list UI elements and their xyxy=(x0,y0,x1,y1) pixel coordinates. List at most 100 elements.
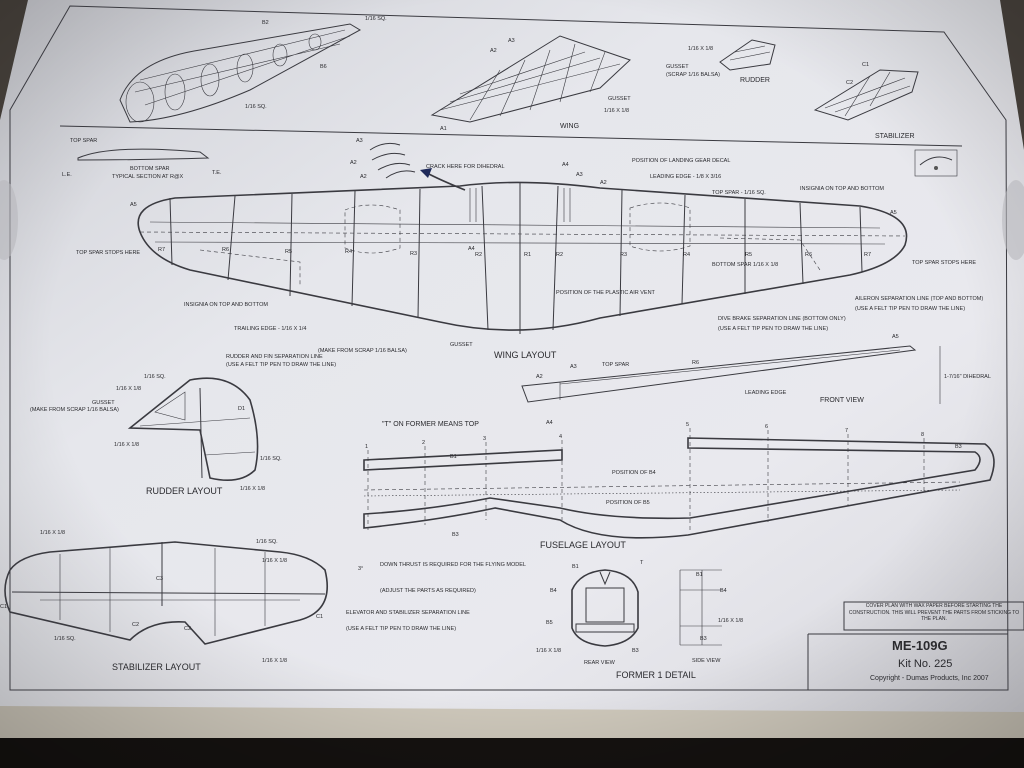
section-te: T.E. xyxy=(212,170,222,176)
stabilizer-3d-view: C1 C2 STABILIZER xyxy=(813,62,919,140)
cover-note-box: COVER PLAN WITH WAX PAPER BEFORE STARTIN… xyxy=(843,601,1024,631)
wing-insignia-note: INSIGNIA ON TOP AND BOTTOM xyxy=(800,186,884,192)
wing-top-spar-stops-right: TOP SPAR STOPS HERE xyxy=(912,260,976,266)
rib-label-11: R5 xyxy=(745,252,752,258)
wing-a1-label: A1 xyxy=(440,126,447,132)
station-2: 2 xyxy=(422,440,425,446)
stabilizer-layout-title: STABILIZER LAYOUT xyxy=(112,662,201,672)
wing-a3-label: A3 xyxy=(508,38,515,44)
wing-dive-brake-note: DIVE BRAKE SEPARATION LINE (BOTTOM ONLY) xyxy=(718,316,846,322)
former-detail: B1 T B4 B5 B3 1/16 X 1/8 B1 B4 1/16 X 1/… xyxy=(536,560,743,680)
rudder-stringer-label: 1/16 X 1/8 xyxy=(688,46,713,52)
stab-c1-label: C1 xyxy=(862,62,869,68)
station-4: 4 xyxy=(559,434,562,440)
copyright: Copyright - Dumas Products, Inc 2007 xyxy=(870,675,989,682)
wing-layout: A5 R7 R6 R5 R4 R3 R2 R1 R2 R3 R4 R5 R6 R… xyxy=(76,158,983,360)
rudder-size-a-top: 1/16 X 1/8 xyxy=(116,386,141,392)
rib-label-10: R4 xyxy=(683,252,690,258)
former-detail-title: FORMER 1 DETAIL xyxy=(616,670,696,680)
rib-label-0: A5 xyxy=(130,202,137,208)
former-b4-label: B4 xyxy=(550,588,557,594)
front-a5-label: A5 xyxy=(892,334,899,340)
top-panel-divider xyxy=(59,125,963,147)
fuselage-b2-label: B2 xyxy=(262,20,269,26)
rudder-3d-view: 1/16 X 1/8 GUSSET (SCRAP 1/16 BALSA) RUD… xyxy=(666,39,776,84)
station-7: 7 xyxy=(845,428,848,434)
rudder-size-a-bottom: 1/16 X 1/8 xyxy=(114,442,139,448)
stab-size-a-right: 1/16 X 1/8 xyxy=(262,558,287,564)
front-leading-edge: LEADING EDGE xyxy=(745,390,787,396)
front-view-title: FRONT VIEW xyxy=(820,397,864,404)
wing-stringer-label: 1/16 X 1/8 xyxy=(604,108,629,114)
wing-a4-label: A4 xyxy=(468,246,475,252)
wing-leading-edge-note: LEADING EDGE - 1/8 X 3/16 xyxy=(650,174,721,180)
title-block: ME-109G Kit No. 225 Copyright - Dumas Pr… xyxy=(870,638,989,682)
rib-label-6: R2 xyxy=(475,252,482,258)
model-name: ME-109G xyxy=(892,638,948,653)
section-le: L.E. xyxy=(62,172,72,178)
wing-3d-title: WING xyxy=(560,123,579,130)
wing-crack-note: CRACK HERE FOR DIHEDRAL xyxy=(426,164,505,170)
side-b1-label: B1 xyxy=(696,572,703,578)
paper-clip-right xyxy=(1002,180,1024,260)
dihedral-brace-parts: A3 A2 A2 xyxy=(350,138,466,191)
rudder-felt-note: (USE A FELT TIP PEN TO DRAW THE LINE) xyxy=(226,362,336,368)
stab-size-a-top: 1/16 X 1/8 xyxy=(40,530,65,536)
rib-label-9: R3 xyxy=(620,252,627,258)
plan-border xyxy=(9,5,1009,691)
station-5: 5 xyxy=(686,422,689,428)
wing-dive-brake-felt-note: (USE A FELT TIP PEN TO DRAW THE LINE) xyxy=(718,326,828,332)
rib-label-2: R6 xyxy=(222,247,229,253)
fuselage-thrust-angle: 3° xyxy=(358,566,363,572)
manufacturer-logo xyxy=(914,149,958,177)
wing-scrap-note: (MAKE FROM SCRAP 1/16 BALSA) xyxy=(318,348,407,354)
fuselage-stringer-label: 1/16 SQ. xyxy=(245,104,267,110)
rudder-sep-note: RUDDER AND FIN SEPARATION LINE xyxy=(226,354,323,360)
front-a4-label: A4 xyxy=(546,420,553,426)
fuselage-3d-view: B2 B6 1/16 SQ. 1/16 SQ. xyxy=(119,16,387,123)
fuselage-adjust-note: (ADJUST THE PARTS AS REQUIRED) xyxy=(380,588,476,594)
former-b1-label: B1 xyxy=(572,564,579,570)
rib-label-5: R3 xyxy=(410,251,417,257)
wing-top-spar-stops-left: TOP SPAR STOPS HERE xyxy=(76,250,140,256)
wing-aileron-felt-note: (USE A FELT TIP PEN TO DRAW THE LINE) xyxy=(855,306,965,312)
rib-label-1: R7 xyxy=(158,247,165,253)
stab-c2-left: C2 xyxy=(132,622,139,628)
rib-label-14: A5 xyxy=(890,210,897,216)
stab-c2-label: C2 xyxy=(846,80,853,86)
rib-label-13: R7 xyxy=(864,252,871,258)
fuselage-layout: 1 2 3 4 5 6 7 8 "T" ON FORMER MEANS TOP … xyxy=(358,421,995,594)
fuselage-b1-label: B1 xyxy=(450,454,457,460)
stab-felt-note: (USE A FELT TIP PEN TO DRAW THE LINE) xyxy=(346,626,456,632)
rudder-3d-title: RUDDER xyxy=(740,77,770,84)
wing-gusset-label: GUSSET xyxy=(608,96,631,102)
former-b5-label: B5 xyxy=(546,620,553,626)
stabilizer-3d-title: STABILIZER xyxy=(875,133,915,140)
rudder-gusset-label: GUSSET xyxy=(666,64,689,70)
section-bottom-spar: BOTTOM SPAR xyxy=(130,166,170,172)
side-view-label: SIDE VIEW xyxy=(692,658,721,664)
station-8: 8 xyxy=(921,432,924,438)
stab-size-b-top: 1/16 SQ. xyxy=(256,539,278,545)
rib-label-8: R2 xyxy=(556,252,563,258)
wing-top-spar-note: TOP SPAR - 1/16 SQ. xyxy=(712,190,766,196)
stab-c3-label: C3 xyxy=(156,576,163,582)
wing-a2-label: A2 xyxy=(490,48,497,54)
brace-a2b-label: A2 xyxy=(360,174,367,180)
brace-a2-label: A2 xyxy=(350,160,357,166)
side-b3-label: B3 xyxy=(700,636,707,642)
rib-label-7: R1 xyxy=(524,252,531,258)
stabilizer-layout: 1/16 X 1/8 1/16 SQ. 1/16 X 1/8 1/16 SQ. … xyxy=(0,530,470,672)
side-size-label: 1/16 X 1/8 xyxy=(718,618,743,624)
fuselage-b3-tail-label: B3 xyxy=(955,444,962,450)
stab-size-b-bottom: 1/16 SQ. xyxy=(54,636,76,642)
rib-label-12: R6 xyxy=(805,252,812,258)
front-a3-label: A3 xyxy=(570,364,577,370)
stab-size-a-bottom: 1/16 X 1/8 xyxy=(262,658,287,664)
section-typical: TYPICAL SECTION AT R@X xyxy=(112,174,184,180)
fuselage-b3-label: B3 xyxy=(452,532,459,538)
rib-label-4: R4 xyxy=(345,249,352,255)
airfoil-section: TOP SPAR BOTTOM SPAR TYPICAL SECTION AT … xyxy=(62,138,222,180)
